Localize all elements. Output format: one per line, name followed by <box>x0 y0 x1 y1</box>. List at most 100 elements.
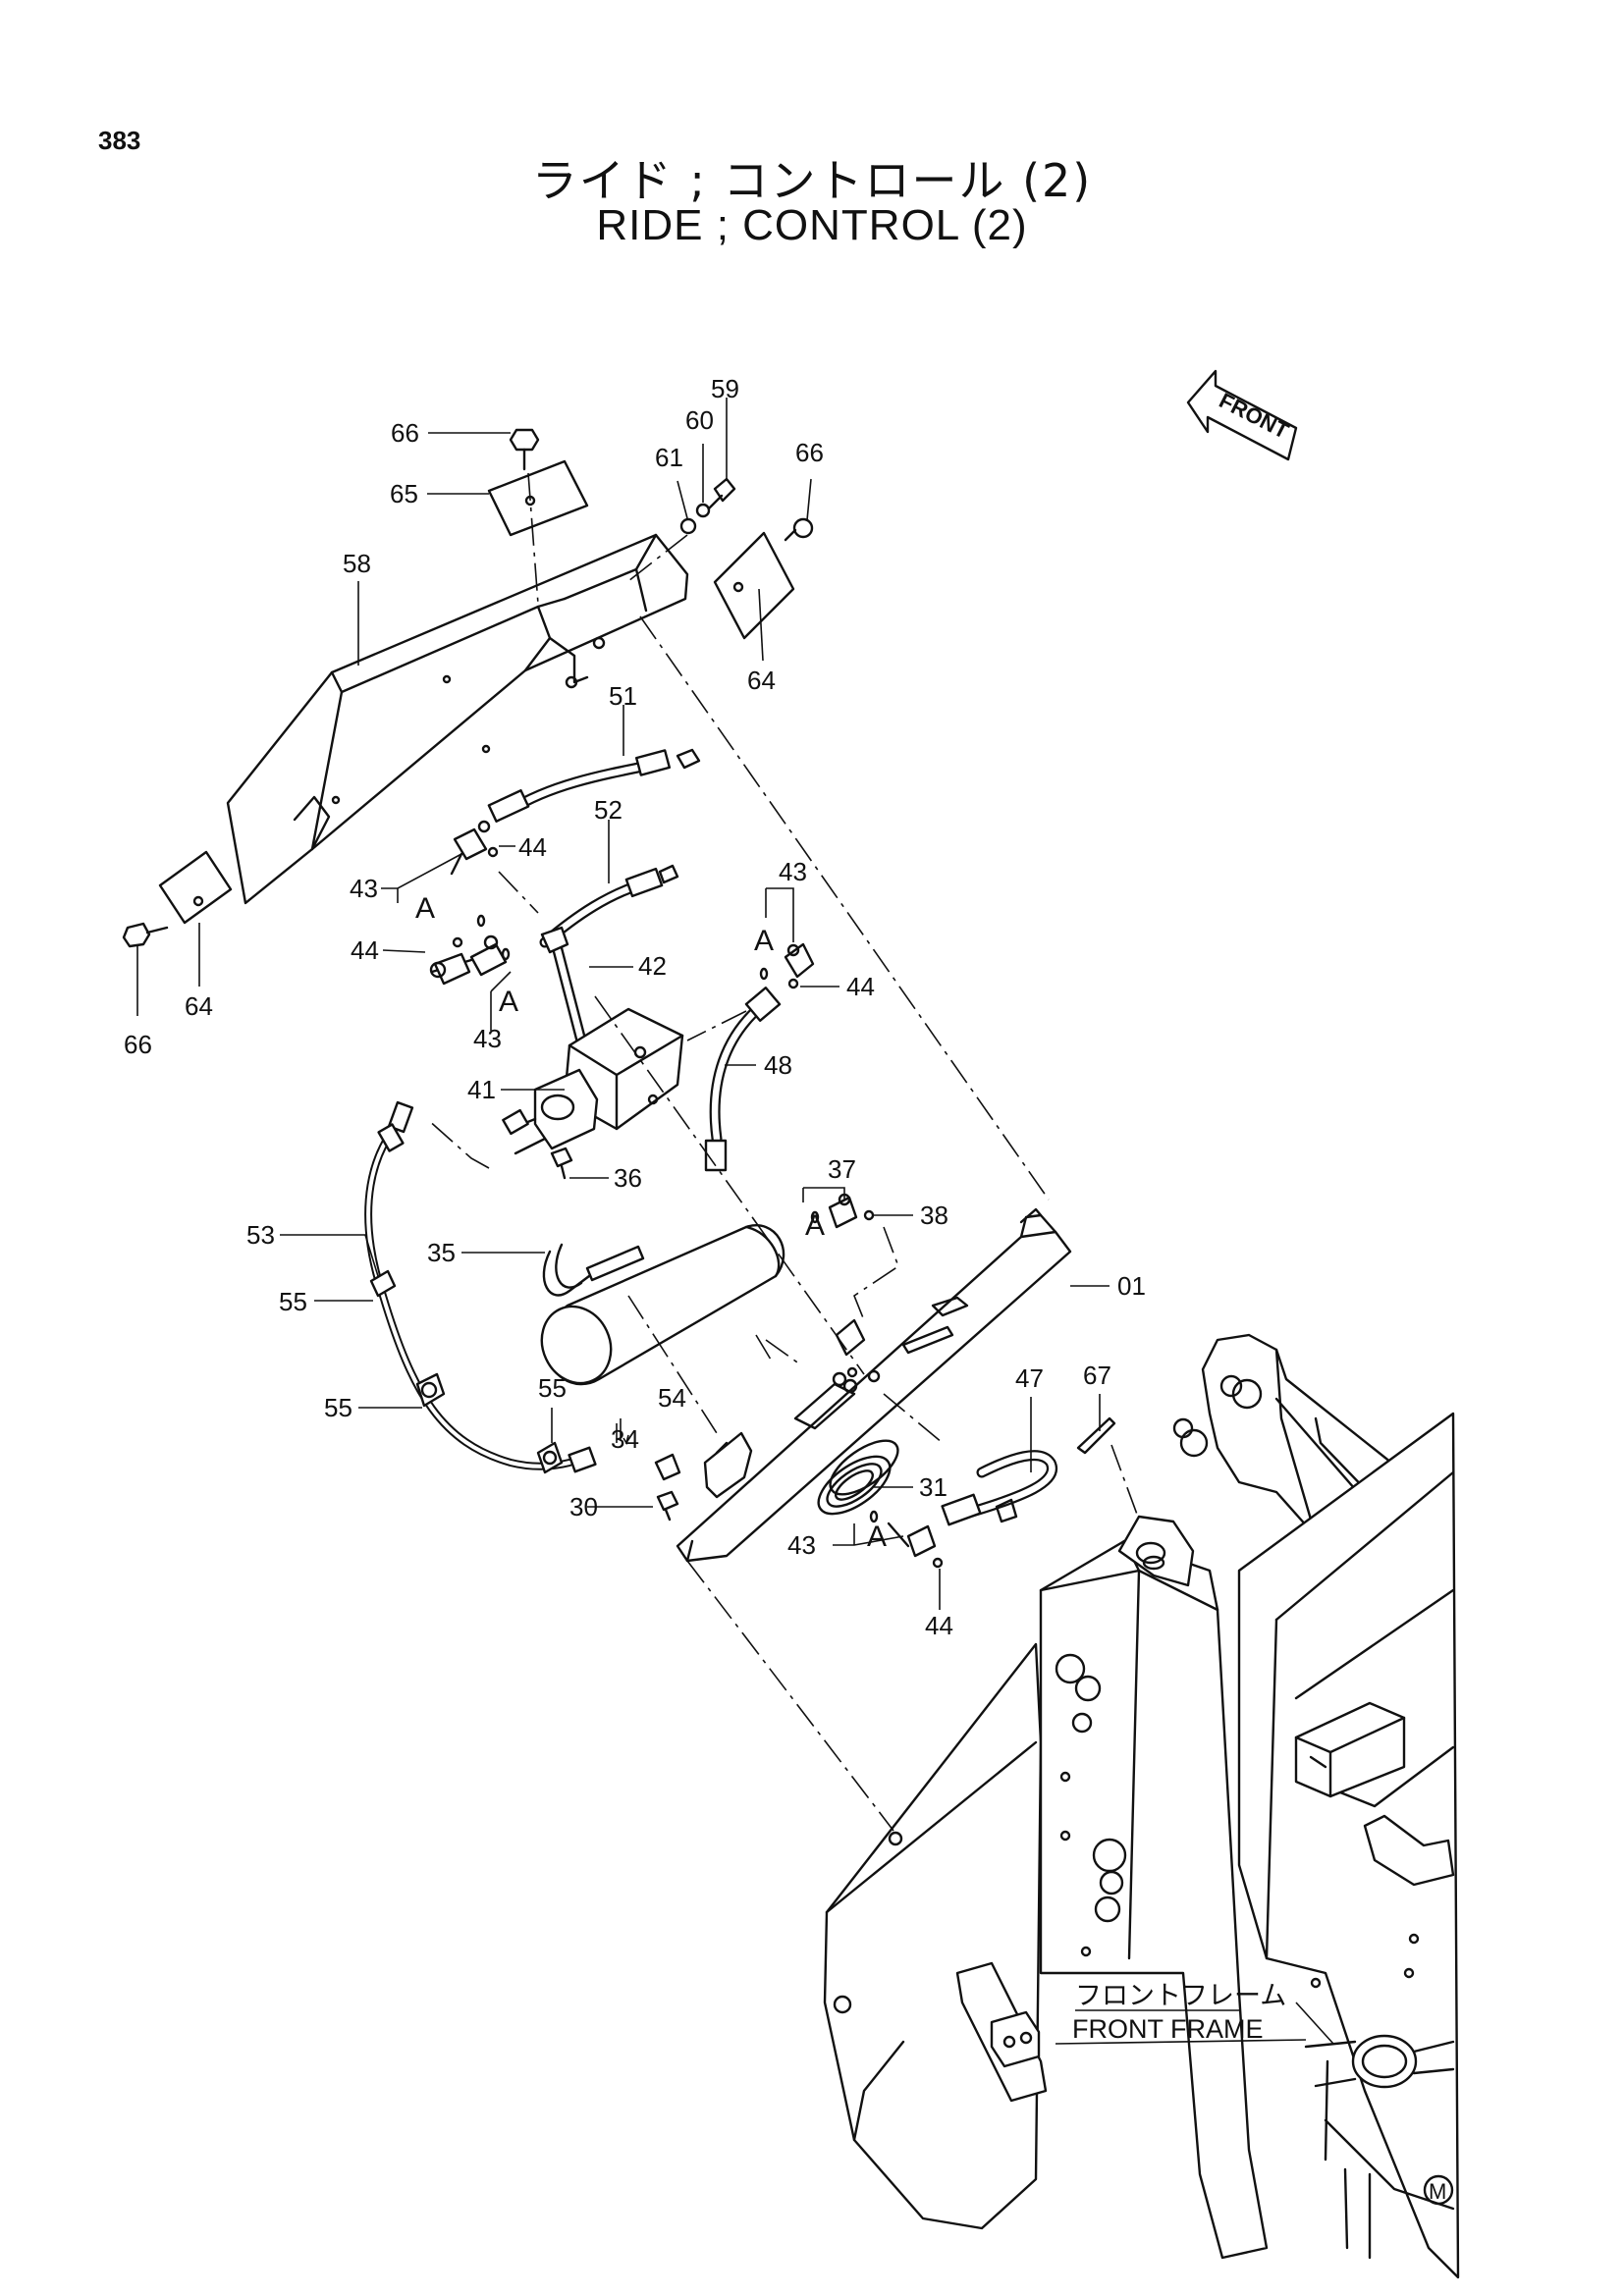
callout-67: 67 <box>1083 1361 1111 1390</box>
callout-36: 36 <box>614 1163 642 1193</box>
hose-48 <box>704 987 782 1172</box>
callout-37: 37 <box>828 1154 856 1184</box>
elbow-fitting-37 <box>828 1193 858 1229</box>
callout-42: 42 <box>638 951 667 981</box>
o-ring-38 <box>863 1209 875 1221</box>
o-ring-43-c <box>759 967 769 981</box>
callout-30: 30 <box>569 1492 598 1522</box>
callout-43-b: 43 <box>473 1024 502 1053</box>
callout-38: 38 <box>920 1201 948 1230</box>
callout-64-right: 64 <box>747 666 776 695</box>
reference-letter-a-2: A <box>499 986 518 1018</box>
alignment-line-fitting-37 <box>853 1226 899 1321</box>
callout-60: 60 <box>685 405 714 435</box>
accumulator-34 <box>540 1224 785 1386</box>
o-ring-43-a <box>476 914 486 928</box>
elbow-fitting-43-bottom <box>887 1522 937 1558</box>
bolt-30 <box>656 1490 679 1522</box>
alignment-line-hose-to-fitting <box>686 1010 747 1041</box>
o-ring-43-d <box>869 1510 879 1523</box>
reference-letter-a-4: A <box>805 1209 825 1242</box>
callout-53: 53 <box>246 1220 275 1250</box>
callout-47: 47 <box>1015 1363 1044 1393</box>
clip-54 <box>654 1453 681 1481</box>
bolt-66-right <box>784 517 814 542</box>
callout-43-d: 43 <box>787 1530 816 1560</box>
callout-55-upper: 55 <box>279 1287 307 1316</box>
alignment-line-plate-to-frame <box>686 1560 894 1832</box>
callout-41: 41 <box>467 1075 496 1104</box>
alignment-line-cover-to-hose <box>498 871 539 914</box>
callout-44-c: 44 <box>846 972 875 1001</box>
callout-43-c: 43 <box>779 857 807 886</box>
washer-60 <box>695 503 711 518</box>
callout-59: 59 <box>711 374 739 403</box>
cover-58 <box>226 533 689 905</box>
washer-61 <box>679 517 697 535</box>
callout-66-left: 66 <box>124 1030 152 1059</box>
o-ring-37 <box>810 1210 820 1224</box>
callout-35: 35 <box>427 1238 456 1267</box>
bolt-66-top <box>509 428 540 471</box>
frame-label-japanese: フロントフレーム <box>1075 1981 1286 2010</box>
elbow-fitting-43-right <box>784 942 815 979</box>
hose-51 <box>487 748 701 823</box>
callout-43-a: 43 <box>350 874 378 903</box>
o-ring-44-d <box>932 1557 944 1569</box>
callout-61: 61 <box>655 443 683 472</box>
alignment-line-cover-to-plate <box>639 615 1050 1201</box>
callout-34: 34 <box>611 1424 639 1454</box>
callout-44-a: 44 <box>518 832 547 862</box>
bolt-42 <box>540 926 589 1052</box>
alignment-line-plate-to-fitting <box>765 1339 801 1365</box>
alignment-line-valve-to-plate <box>594 995 865 1375</box>
cable-harness-53 <box>364 1100 597 1473</box>
band-35 <box>542 1243 645 1297</box>
reference-letter-a-5: A <box>867 1521 887 1553</box>
callout-01: 01 <box>1117 1271 1146 1301</box>
page-title-english: RIDE ; CONTROL (2) <box>596 201 1028 249</box>
bolt-36 <box>550 1147 573 1180</box>
callout-52: 52 <box>594 795 623 825</box>
bracket-64-right <box>713 531 795 640</box>
rubber-mount-31 <box>817 1439 899 1516</box>
callout-labels: 66 65 58 61 60 59 66 64 51 52 44 43 A 44… <box>124 374 1146 1640</box>
hose-47 <box>941 1450 1057 1526</box>
alignment-line-valve-to-cable <box>426 1118 490 1169</box>
front-frame <box>823 1333 1460 2279</box>
mounting-plate-01 <box>676 1207 1072 1563</box>
corner-mark-letter: M <box>1429 2179 1446 2204</box>
corner-mark: M <box>1423 2174 1454 2206</box>
alignment-line-plate-lower <box>755 1334 772 1361</box>
page-title-japanese: ライド ; コントロール (2) <box>531 154 1093 207</box>
callout-65: 65 <box>390 479 418 508</box>
callout-54: 54 <box>658 1383 686 1413</box>
callout-55-lower-left: 55 <box>324 1393 352 1422</box>
alignment-line-bolt-plate <box>527 472 539 605</box>
leader-lines <box>136 398 1334 2045</box>
callout-66-right: 66 <box>795 438 824 467</box>
callout-64-left: 64 <box>185 991 213 1021</box>
alignment-line-bracket-left <box>627 1295 718 1434</box>
alignment-line-bolt-right <box>627 534 688 582</box>
callout-58: 58 <box>343 549 371 578</box>
elbow-fitting-43-top <box>450 820 491 876</box>
callout-31: 31 <box>919 1472 947 1502</box>
callout-66-top: 66 <box>391 418 419 448</box>
o-ring-44-c <box>787 978 799 989</box>
alignment-line-plate-hose <box>883 1393 944 1444</box>
callout-51: 51 <box>609 681 637 711</box>
frame-label-english: FRONT FRAME <box>1072 2014 1264 2044</box>
bolt-59 <box>707 477 736 510</box>
callout-44-d: 44 <box>925 1611 953 1640</box>
o-ring-43-b <box>501 947 511 961</box>
clip-55-middle <box>415 1372 446 1408</box>
plate-67 <box>1076 1416 1116 1455</box>
alignment-line-67 <box>1110 1444 1140 1521</box>
clip-55-upper <box>369 1269 397 1298</box>
hose-52 <box>539 864 679 948</box>
callout-44-b: 44 <box>351 935 379 965</box>
bracket-65 <box>487 459 589 537</box>
